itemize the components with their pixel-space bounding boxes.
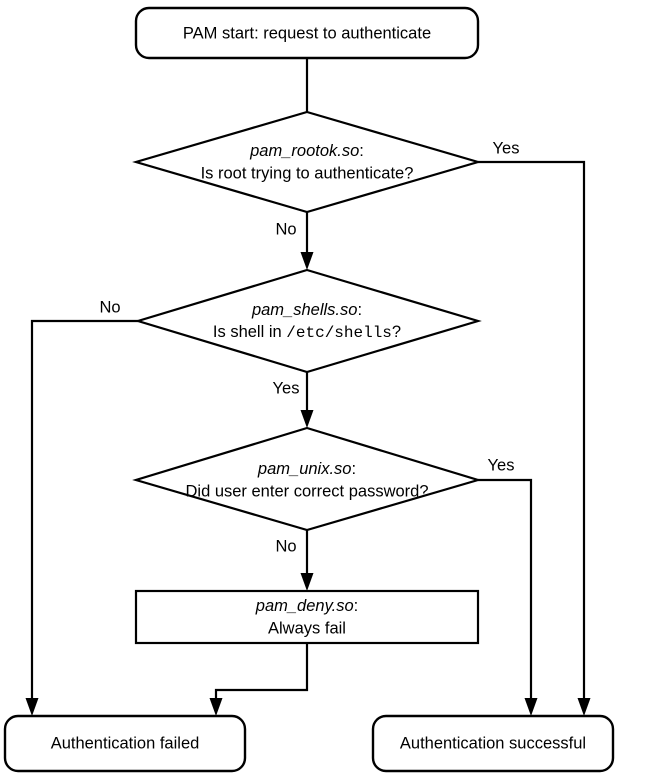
edge-unix-yes-to-successful: Yes [478, 456, 538, 716]
node-label-pam-start: PAM start: request to authenticate [183, 24, 431, 42]
shells-question-path: /etc/shells [286, 324, 392, 342]
node-label-deny-module: pam_deny.so: [255, 597, 358, 615]
node-label-rootok-module: pam_rootok.so: [249, 142, 364, 160]
edge-line [214, 643, 309, 702]
unix-module-suffix: : [351, 460, 356, 478]
deny-module-suffix: : [354, 597, 359, 615]
rootok-module-suffix: : [359, 142, 364, 160]
edge-unix-no-to-deny: No [275, 530, 314, 591]
shells-question-suffix: ? [392, 323, 401, 341]
edge-label-unix-yes: Yes [488, 456, 515, 474]
rootok-module-name: pam_rootok.so [249, 142, 359, 160]
edge-label-rootok-yes: Yes [493, 139, 520, 157]
arrow-head [577, 698, 591, 716]
node-label-unix-question: Did user enter correct password? [185, 482, 428, 500]
node-shape-rounded-rectangle [134, 6, 480, 60]
edge-label-shells-no: No [99, 298, 120, 316]
node-pam-shells[interactable]: pam_shells.so: Is shell in /etc/shells? [134, 268, 482, 374]
edge-deny-to-failed [209, 643, 309, 716]
node-pam-unix[interactable]: pam_unix.so: Did user enter correct pass… [132, 426, 482, 532]
shells-module-suffix: : [357, 301, 362, 319]
node-shape-rounded-rectangle [371, 714, 615, 773]
node-authentication-successful[interactable]: Authentication successful [371, 714, 615, 773]
shells-question-prefix: Is shell in [213, 323, 286, 341]
edge-line [478, 160, 586, 702]
edge-line [478, 478, 533, 702]
shells-module-name: pam_shells.so [251, 301, 357, 319]
node-shape-diamond [132, 110, 482, 214]
arrow-head [300, 252, 314, 270]
arrow-head [300, 573, 314, 591]
node-pam-rootok[interactable]: pam_rootok.so: Is root trying to authent… [132, 110, 482, 214]
unix-module-name: pam_unix.so [257, 460, 352, 478]
node-shape-rounded-rectangle [3, 714, 247, 773]
node-label-shells-module: pam_shells.so: [251, 301, 362, 319]
node-label-authentication-failed: Authentication failed [51, 734, 200, 752]
node-shape-rectangle [134, 589, 480, 645]
arrow-head [300, 410, 314, 428]
edge-shells-no-to-failed: No [25, 298, 138, 716]
edge-label-unix-no: No [275, 537, 296, 555]
node-authentication-failed[interactable]: Authentication failed [3, 714, 247, 773]
node-label-rootok-question: Is root trying to authenticate? [201, 164, 414, 182]
edge-shells-yes-to-unix: Yes [273, 372, 314, 428]
node-pam-deny[interactable]: pam_deny.so: Always fail [134, 589, 480, 645]
arrow-head [209, 698, 223, 716]
node-label-authentication-successful: Authentication successful [400, 734, 586, 752]
arrow-head [524, 698, 538, 716]
arrow-head [25, 698, 39, 716]
node-label-deny-description: Always fail [268, 619, 346, 637]
node-pam-start[interactable]: PAM start: request to authenticate [134, 6, 480, 60]
edge-rootok-yes-to-successful: Yes [478, 139, 591, 716]
edge-line [30, 319, 138, 702]
edge-rootok-no-to-shells: No [275, 212, 314, 270]
node-label-shells-question: Is shell in /etc/shells? [213, 323, 401, 342]
edge-label-rootok-no: No [275, 220, 296, 238]
node-shape-diamond [134, 268, 482, 374]
edge-label-shells-yes: Yes [273, 379, 300, 397]
node-shape-diamond [132, 426, 482, 532]
node-label-unix-module: pam_unix.so: [257, 460, 356, 478]
deny-module-name: pam_deny.so [255, 597, 354, 615]
